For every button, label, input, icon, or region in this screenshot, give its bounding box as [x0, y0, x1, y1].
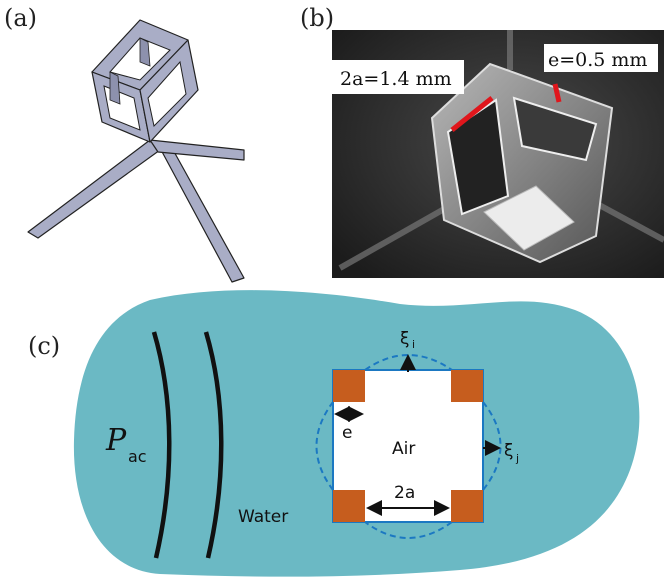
photo-cube-window-bottom	[483, 185, 575, 251]
frame-leg-right	[149, 139, 245, 161]
panel-label-b: (b)	[300, 4, 335, 32]
wavefront-1	[151, 331, 172, 559]
label-box-2a	[332, 60, 464, 94]
label-2a: 2a=1.4 mm	[340, 68, 452, 90]
corner-block-bl	[333, 490, 365, 522]
two-a-label: 2a	[394, 483, 415, 503]
panel-label-a: (a)	[4, 4, 38, 32]
air-label: Air	[392, 439, 415, 459]
corner-block-br	[451, 490, 483, 522]
wavefront-2	[203, 331, 224, 559]
cube-inner-edge	[109, 71, 121, 105]
corner-block-tl	[333, 370, 365, 402]
xi-right-sub: j	[515, 452, 519, 465]
cube-inner-edge-2	[139, 37, 151, 67]
label-e: e=0.5 mm	[548, 49, 647, 71]
corner-block-tr	[451, 370, 483, 402]
cube-right-window	[147, 60, 187, 128]
xi-right-label: ξ	[504, 441, 513, 461]
label-box-e	[544, 44, 658, 72]
xi-top-label: ξ	[400, 329, 409, 349]
photo-rod-left	[338, 197, 462, 271]
pressure-subscript: ac	[128, 447, 147, 466]
photo-cube-window-right	[512, 96, 598, 162]
photo-rod-right	[588, 197, 664, 243]
water-label: Water	[238, 507, 288, 527]
xi-top-sub: i	[412, 338, 415, 351]
pressure-symbol: P	[105, 423, 127, 458]
marker-2a	[450, 96, 494, 132]
e-label: e	[342, 423, 352, 443]
panel-label-c: (c)	[28, 332, 61, 360]
marker-e	[552, 83, 562, 103]
